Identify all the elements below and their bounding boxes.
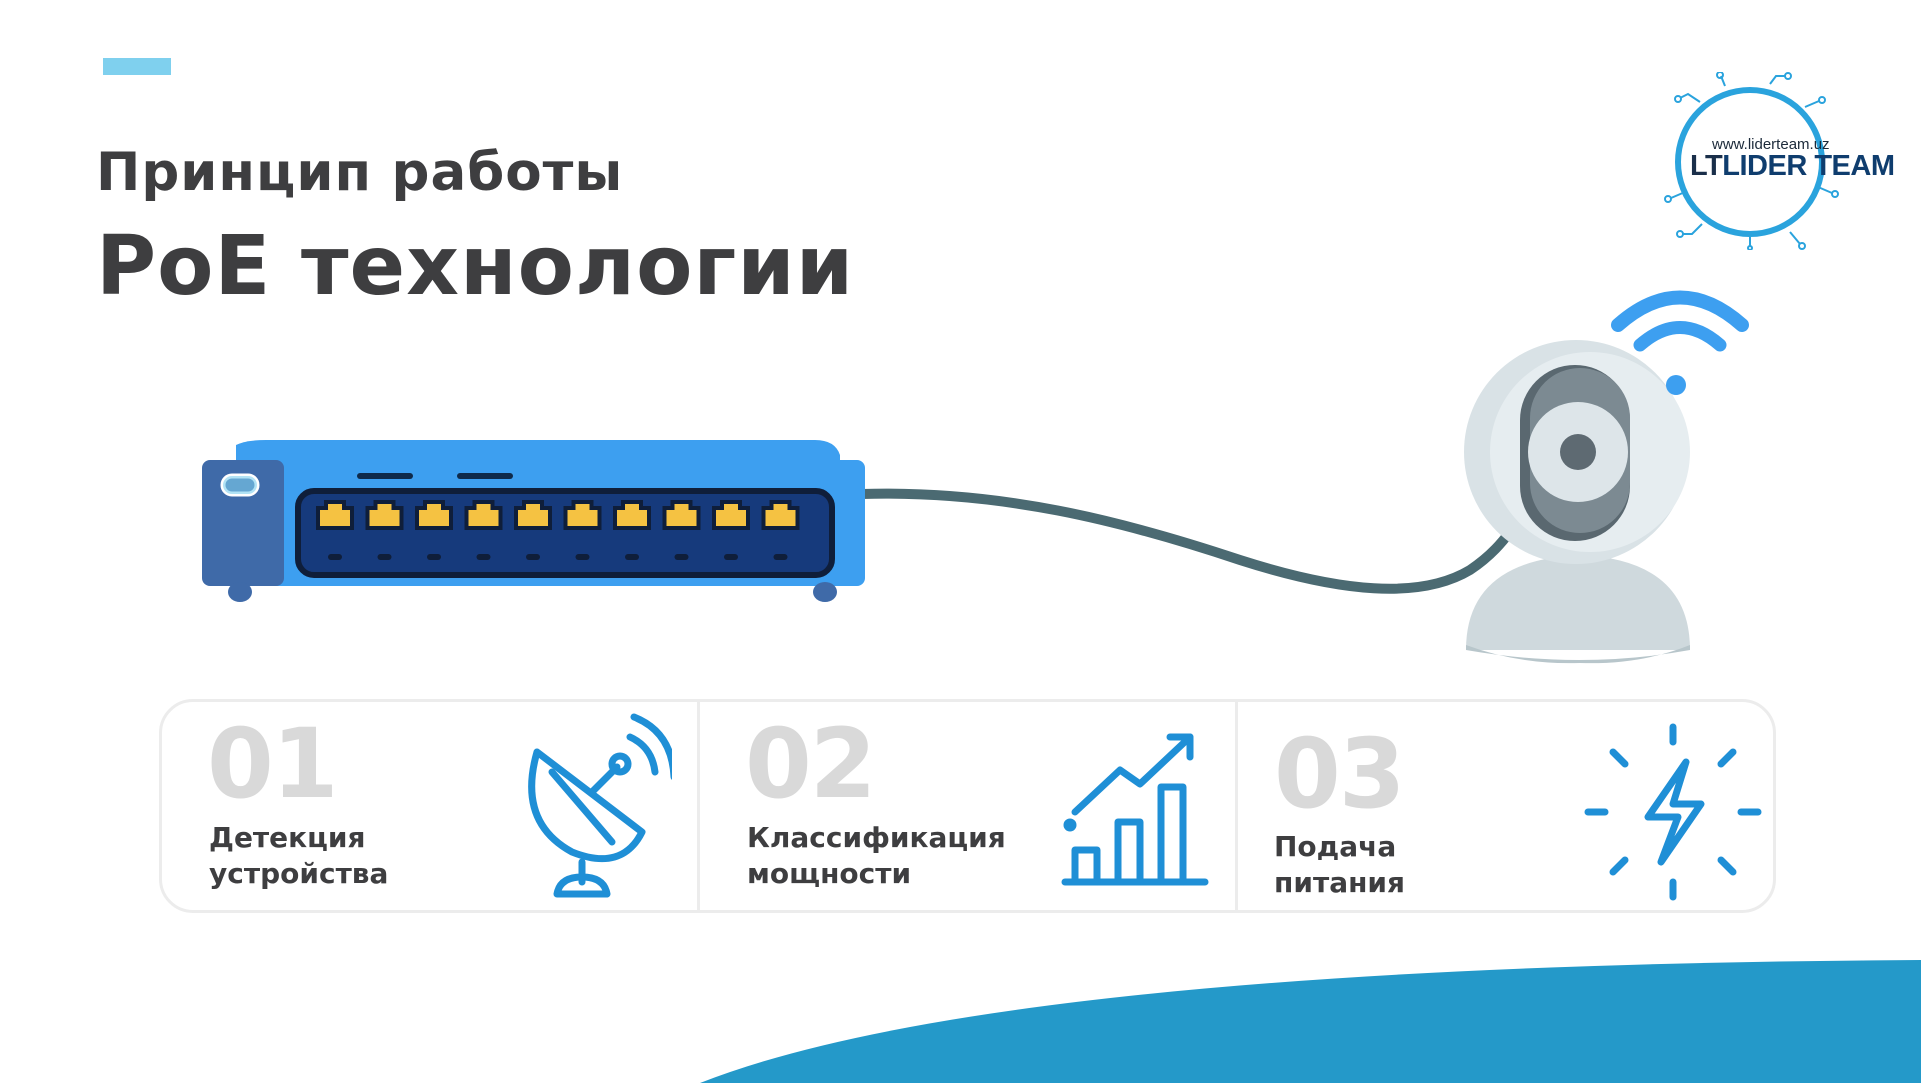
step-label: Подача питания — [1274, 829, 1574, 901]
port-led — [328, 554, 342, 560]
lider-team-logo: www.liderteam.uz LTLIDER TEAM — [1640, 72, 1895, 250]
switch-port — [662, 500, 701, 530]
switch-port — [613, 500, 651, 530]
logo-ring-icon — [1664, 72, 1839, 250]
switch-port — [712, 500, 750, 530]
lightning-icon — [1584, 723, 1762, 901]
satellite-dish-icon — [528, 713, 672, 898]
steps-panel: 01 Детекция устройства 02 Классификация … — [159, 699, 1776, 913]
step-label-line-1: Детекция — [209, 821, 366, 854]
ip-camera-icon — [1464, 340, 1690, 664]
logo-text: LIDER TEAM — [1722, 150, 1895, 182]
switch-port — [316, 500, 354, 530]
port-led — [377, 554, 392, 560]
step-label-line-1: Подача — [1274, 830, 1397, 863]
port-led — [476, 554, 491, 560]
logo-name: LTLIDER TEAM — [1690, 150, 1895, 183]
step-number: 03 — [1274, 718, 1406, 830]
step-label: Классификация мощности — [747, 820, 1047, 892]
ethernet-cable — [857, 488, 1525, 594]
step-label-line-2: устройства — [209, 857, 389, 890]
step-number: 01 — [207, 708, 339, 820]
wifi-icon — [1611, 290, 1749, 395]
port-led — [724, 554, 738, 560]
switch-port — [563, 500, 602, 530]
port-led — [526, 554, 540, 560]
switch-port — [415, 500, 453, 530]
step-label-line-2: мощности — [747, 857, 912, 890]
growth-chart-icon — [1061, 733, 1209, 886]
step-label-line-1: Классификация — [747, 821, 1006, 854]
logo-mark: LT — [1690, 150, 1723, 182]
bottom-wave — [700, 960, 1921, 1083]
port-led — [674, 554, 689, 560]
logo-url: www.liderteam.uz — [1712, 136, 1830, 153]
step-label-line-2: питания — [1274, 866, 1406, 899]
page-title-line-1: Принцип работы — [96, 142, 624, 203]
port-led — [575, 554, 590, 560]
network-scene — [202, 290, 1749, 664]
step-number: 02 — [745, 708, 877, 820]
step-card-3: 03 Подача питания — [1235, 702, 1773, 910]
switch-port — [464, 500, 503, 530]
port-led — [427, 554, 441, 560]
step-card-1: 01 Детекция устройства — [162, 702, 697, 910]
network-switch-icon — [202, 440, 865, 602]
page-title-line-2: PoE технологии — [96, 219, 855, 314]
switch-port — [365, 500, 404, 530]
accent-bar — [103, 58, 171, 75]
port-led — [625, 554, 639, 560]
step-card-2: 02 Классификация мощности — [697, 702, 1235, 910]
step-label: Детекция устройства — [209, 820, 509, 892]
switch-port — [761, 500, 800, 530]
switch-port — [514, 500, 552, 530]
port-led — [773, 554, 788, 560]
